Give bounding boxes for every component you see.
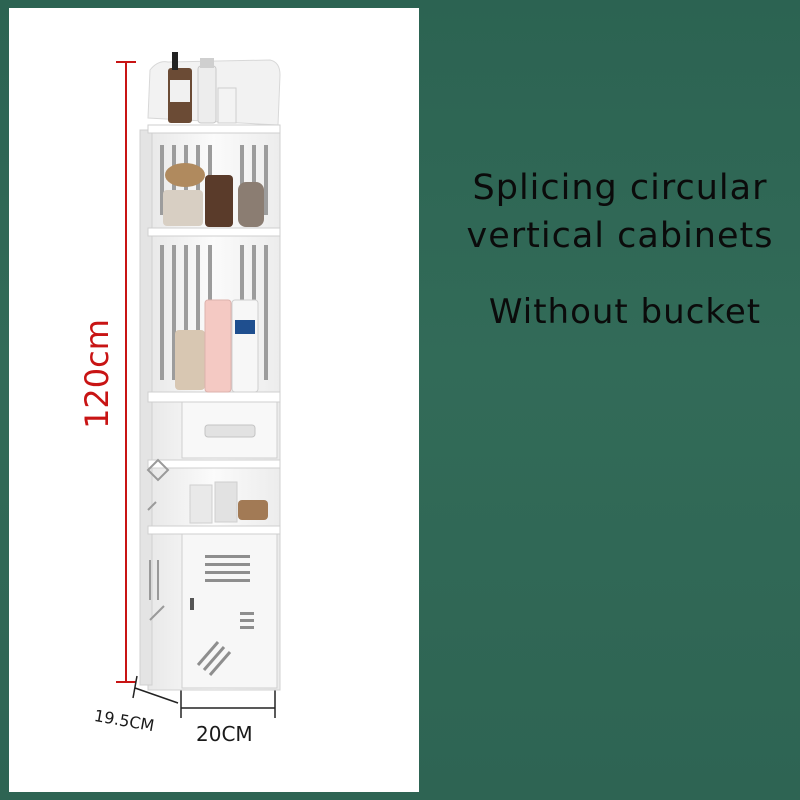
height-dimension-line [116, 61, 136, 683]
height-label: 120cm [77, 319, 116, 429]
middle-shelf-products [163, 163, 264, 227]
subheadline: Without bucket [488, 292, 762, 332]
depth-dimension-line [132, 675, 179, 704]
bottom-shelf-products [189, 481, 268, 524]
top-shelf-products [168, 52, 237, 124]
width-dimension-line [180, 690, 276, 718]
headline-line-2: vertical cabinets [466, 216, 774, 256]
width-label: 20CM [196, 722, 253, 746]
headline-line-1: Splicing circular [472, 168, 768, 208]
lower-shelf-products [175, 299, 259, 393]
